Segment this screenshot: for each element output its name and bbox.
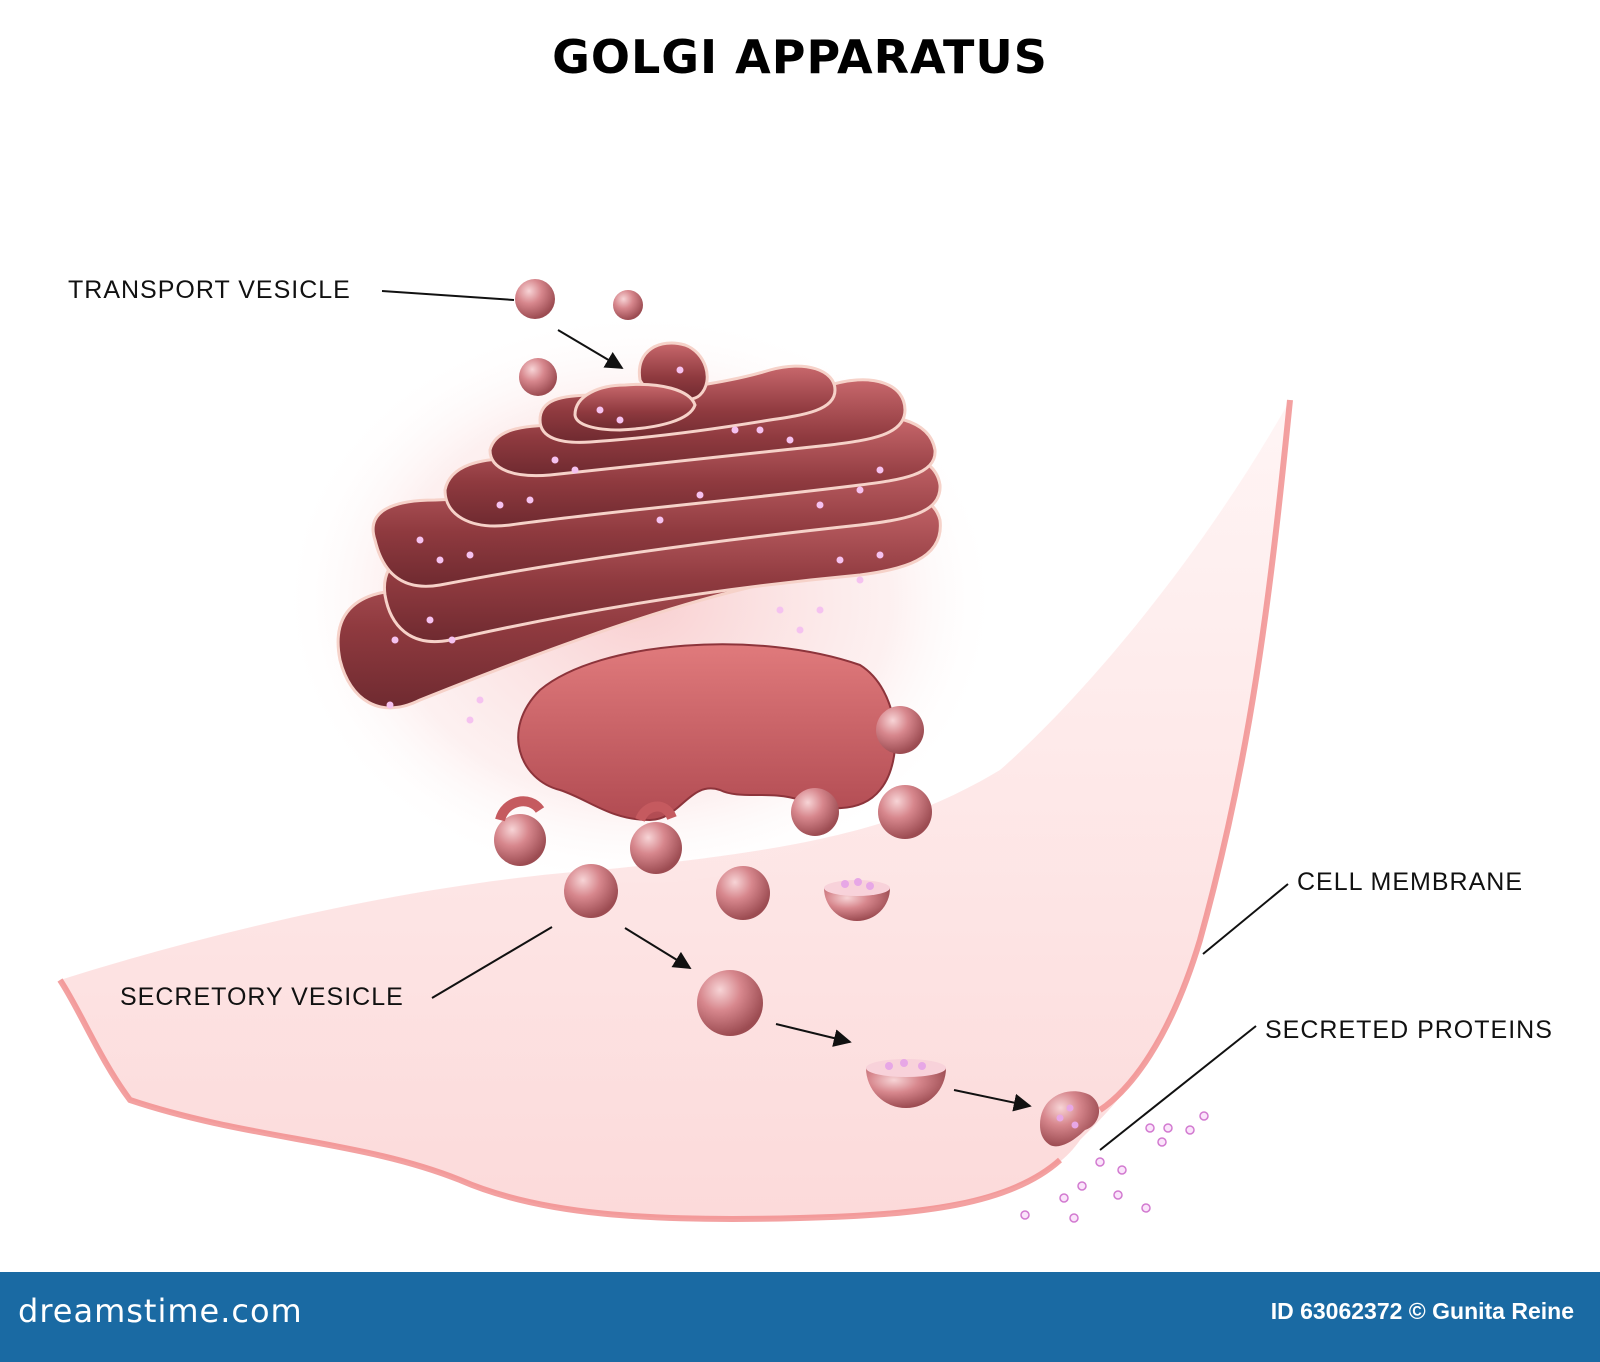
secreted-proteins-dots [1020, 1111, 1209, 1223]
leader-cell-membrane [1202, 883, 1289, 955]
transport-vesicles [515, 279, 643, 396]
secretory-vesicle [716, 866, 770, 920]
leader-lines [381, 290, 1289, 1151]
golgi-trans-face [494, 643, 924, 874]
leader-secreted-proteins [1099, 1025, 1257, 1151]
footer-bar: dreamstime.com ID 63062372 © Gunita Rein… [0, 1272, 1600, 1362]
leader-transport-vesicle [381, 290, 515, 301]
footer-brand-logo: dreamstime.com [18, 1292, 303, 1330]
leader-secretory-vesicle [431, 926, 553, 999]
arrow-vesicle-3 [953, 1089, 1032, 1112]
arrow-vesicle-2 [775, 1023, 852, 1047]
transport-vesicle [515, 279, 555, 319]
transport-vesicle [519, 358, 557, 396]
page-title: GOLGI APPARATUS [552, 30, 1048, 84]
label-cell-membrane: CELL MEMBRANE [1297, 868, 1524, 896]
arrow-vesicle-1 [624, 927, 692, 969]
golgi-proteins [386, 366, 884, 724]
arrow-into-golgi [557, 329, 624, 369]
secretory-vesicles [564, 785, 1100, 1147]
secretory-vesicle [878, 785, 932, 839]
footer-credit: ID 63062372 © Gunita Reine [1270, 1298, 1574, 1324]
secretory-vesicle-open [824, 878, 890, 921]
process-arrows [557, 329, 1032, 1112]
label-secreted-proteins: SECRETED PROTEINS [1265, 1016, 1553, 1044]
secretory-vesicle [564, 864, 618, 918]
cell-membrane-lower [57, 978, 1063, 1223]
transport-vesicle [613, 290, 643, 320]
golgi-cisternae [336, 341, 942, 710]
secretory-vesicle-open [866, 1059, 946, 1108]
cell-cytoplasm [60, 400, 1290, 1220]
secretory-vesicle [697, 970, 763, 1036]
label-secretory-vesicle: SECRETORY VESICLE [120, 983, 404, 1011]
cell-membrane [1098, 399, 1293, 1113]
label-transport-vesicle: TRANSPORT VESICLE [68, 276, 351, 304]
fusing-vesicle [1040, 1091, 1100, 1147]
